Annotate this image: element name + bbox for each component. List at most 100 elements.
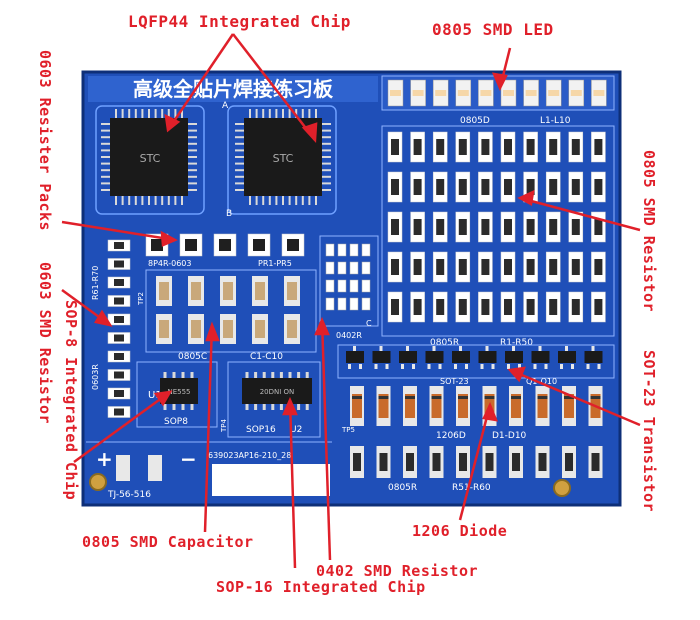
sot23-transistor xyxy=(478,351,497,363)
resistor-0805 xyxy=(458,219,467,235)
resistor-0805 xyxy=(436,139,445,155)
callout-diode1206: 1206 Diode xyxy=(412,522,508,540)
resistor-bottom xyxy=(353,453,361,471)
sot23-pin xyxy=(586,364,590,369)
resistor-grid-area xyxy=(381,125,615,337)
capacitor-0805 xyxy=(287,282,297,300)
resistor-0402 xyxy=(337,297,347,311)
resistor-0805 xyxy=(413,139,422,155)
callout-sop8: SOP-8 Integrated Chip xyxy=(62,300,80,501)
resistor-pack xyxy=(253,239,265,251)
sot23-pin xyxy=(538,346,542,351)
resistor-0805 xyxy=(504,299,512,315)
r-left-pkg: 0603R xyxy=(91,364,100,390)
resistor-0805 xyxy=(549,179,558,195)
arrow-diode xyxy=(458,404,492,521)
resistor-0805 xyxy=(391,139,399,155)
sot23-pin xyxy=(591,346,595,351)
label-b: B xyxy=(226,209,232,219)
resistor-0805 xyxy=(549,299,558,315)
sot23-pin xyxy=(438,364,442,369)
power-label: TJ-56-516 xyxy=(107,490,151,500)
rpack-range: PR1-PR5 xyxy=(258,259,292,268)
resistor-bottom xyxy=(485,453,494,471)
sop16-area xyxy=(227,361,321,438)
resistor-0603 xyxy=(114,279,124,286)
board-title: 高级全贴片焊接练习板 xyxy=(133,77,334,101)
diode-1206 xyxy=(378,394,389,418)
resistor-0805 xyxy=(549,219,558,235)
cap-range: C1-C10 xyxy=(250,352,283,362)
r0805-range: R1-R50 xyxy=(500,338,533,348)
u2-label: U2 xyxy=(290,425,302,435)
resistor-0805 xyxy=(391,259,399,275)
sot23-pin xyxy=(518,364,521,369)
arrow-lqfp-2 xyxy=(232,33,316,141)
resistor-0402 xyxy=(349,297,359,311)
label-a: A xyxy=(222,101,229,111)
chip2-marking: STC xyxy=(273,152,294,165)
sot23-pin xyxy=(597,364,601,369)
callout-rpack0603: 0603 Resister Packs xyxy=(36,50,54,232)
led-lens xyxy=(548,90,560,96)
resistor-0805 xyxy=(504,139,512,155)
resistor-0805 xyxy=(571,259,580,275)
resistor-0402 xyxy=(349,279,359,293)
led-label: 0805D xyxy=(460,116,490,126)
resistor-0402 xyxy=(337,261,347,275)
sot23-transistor xyxy=(372,351,391,363)
plus-sign: + xyxy=(96,447,113,471)
resistor-0805 xyxy=(526,299,535,315)
led-lens xyxy=(593,90,605,96)
sot23-pin xyxy=(379,346,383,351)
diode-band xyxy=(458,396,468,399)
sot23-pin xyxy=(485,346,489,351)
sot23-transistor xyxy=(452,351,470,363)
tp2-label: TP2 xyxy=(137,292,145,306)
diode-band xyxy=(511,396,521,399)
resistor-0603 xyxy=(114,297,124,305)
sot23-pin xyxy=(385,364,389,369)
r-bottom-range: R51-R60 xyxy=(452,483,491,493)
minus-sign: − xyxy=(180,447,197,471)
diode-1206 xyxy=(511,394,521,418)
resistor-0805 xyxy=(594,259,603,275)
resistor-0805 xyxy=(504,259,512,275)
sot23-transistor xyxy=(584,351,603,363)
resistor-0402 xyxy=(349,261,359,275)
diode-1206 xyxy=(352,394,362,418)
resistor-0805 xyxy=(504,219,512,235)
sop8-marking: NE555 xyxy=(167,388,190,396)
resistor-0402 xyxy=(361,279,371,293)
diode-band xyxy=(352,396,362,399)
resistor-0603 xyxy=(114,353,124,360)
arrow-rpack xyxy=(61,220,176,242)
callout-r0402: 0402 SMD Resistor xyxy=(316,562,479,580)
label-c: C xyxy=(366,319,372,328)
sot23-transistor xyxy=(558,351,576,363)
diode-band xyxy=(537,396,548,399)
callout-sop16: SOP-16 Integrated Chip xyxy=(216,578,426,596)
sot23-pin xyxy=(412,364,415,369)
diode-band xyxy=(405,396,415,399)
capacitor-0805 xyxy=(287,320,297,338)
resistor-0805 xyxy=(571,219,580,235)
resistor-bottom xyxy=(591,453,600,471)
r0805-label: 0805R xyxy=(430,338,459,348)
arrow-cap xyxy=(203,324,214,533)
resistor-0805 xyxy=(458,179,467,195)
resistor-0603 xyxy=(114,260,124,268)
title-band xyxy=(88,76,378,102)
sot23-transistor xyxy=(531,351,550,363)
sot23-transistor xyxy=(346,351,364,363)
resistor-0402 xyxy=(337,279,347,293)
sot23-range: Q1-Q10 xyxy=(526,377,557,386)
rpack-label: 8P4R-0603 xyxy=(148,259,191,268)
resistor-0805 xyxy=(481,139,490,155)
sot23-pin xyxy=(465,364,468,369)
sot23-pin xyxy=(427,364,431,369)
resistor-bottom xyxy=(538,453,547,471)
sop16-label: SOP16 xyxy=(246,425,276,435)
diode-1206 xyxy=(405,394,415,418)
